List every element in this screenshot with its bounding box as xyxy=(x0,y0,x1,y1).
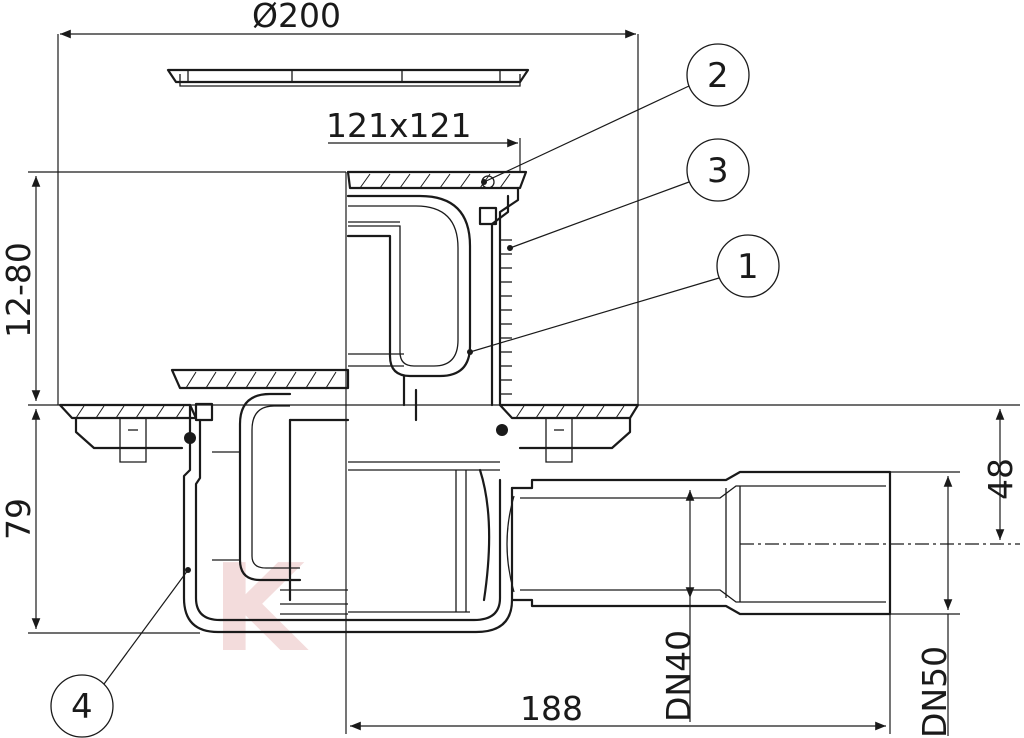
dimension-outlet-height: 48 xyxy=(981,409,1020,540)
height-range-label: 12-80 xyxy=(0,242,38,338)
dimension-body-height: 79 xyxy=(0,409,200,634)
outlet-pipe xyxy=(506,470,892,616)
length-label: 188 xyxy=(520,689,583,728)
svg-text:2: 2 xyxy=(707,56,729,96)
dn40-label: DN40 xyxy=(659,630,698,722)
svg-text:1: 1 xyxy=(737,247,759,287)
body-height-label: 79 xyxy=(0,498,38,540)
dimension-length: 188 xyxy=(350,614,891,734)
top-grate-part xyxy=(166,68,530,87)
dimension-grate: 121x121 xyxy=(326,106,521,172)
callout-2: 2 xyxy=(481,43,750,185)
dimension-height-range: 12-80 xyxy=(0,171,346,406)
watermark-logo: K xyxy=(212,540,309,679)
dimension-dn50: DN50 xyxy=(890,471,960,738)
callout-4: 4 xyxy=(50,567,191,738)
svg-text:3: 3 xyxy=(707,151,729,191)
dimension-diameter: Ø200 xyxy=(57,0,639,405)
diameter-label: Ø200 xyxy=(252,0,341,35)
callout-1: 1 xyxy=(467,234,780,355)
base-body xyxy=(58,368,640,634)
extension-body xyxy=(346,170,528,422)
outlet-height-label: 48 xyxy=(981,458,1020,500)
svg-text:K: K xyxy=(212,540,309,679)
grate-size-label: 121x121 xyxy=(326,106,472,145)
svg-text:4: 4 xyxy=(71,687,93,727)
dimension-dn40: DN40 xyxy=(659,490,698,722)
dn50-label: DN50 xyxy=(915,646,954,738)
callout-3: 3 xyxy=(507,138,750,251)
